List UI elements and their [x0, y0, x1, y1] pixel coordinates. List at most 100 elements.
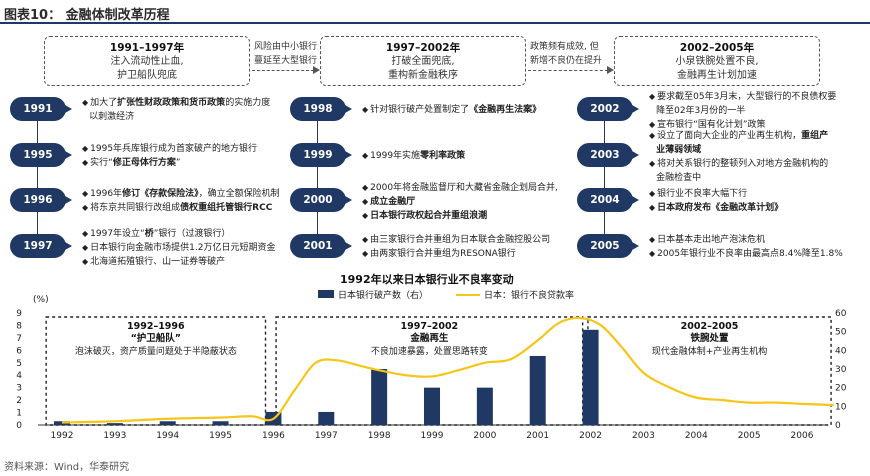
diamond-bullet-icon: ◆ [82, 228, 89, 238]
diamond-bullet-icon: ◆ [362, 150, 369, 160]
left-tick-label: 5 [16, 359, 22, 369]
diamond-bullet-icon: ◆ [649, 131, 656, 140]
phase-box-2: 1997–2002年 打破全面兜底, 重构新金融秩序 [320, 36, 526, 86]
bar-bankruptcies [424, 387, 440, 425]
diamond-bullet-icon: ◆ [82, 203, 89, 212]
event-item: ◆1999年实施零利率政策 [362, 149, 465, 163]
diamond-bullet-icon: ◆ [362, 210, 369, 220]
annotation-tag: 铁腕处置 [690, 332, 729, 344]
item-text: 的实施力度 [225, 98, 271, 108]
phase-line: 注入流动性止血, [110, 56, 184, 67]
item-emphasis: 零利率政策 [420, 150, 466, 161]
transition-arrow [528, 66, 614, 74]
timeline-axis [604, 108, 605, 248]
bar-bankruptcies [476, 387, 493, 425]
legend-bar-swatch [318, 290, 334, 298]
event-items: ◆设立了面向大企业的产业再生机构，重组产 业薄弱领域◆将对关系银行的整顿列入对地… [649, 129, 828, 185]
npl-ratio-line [61, 316, 834, 424]
item-text: 1996年 [90, 189, 123, 199]
phase-line: 重构新金融秩序 [388, 70, 458, 81]
diamond-bullet-icon: ◆ [82, 158, 89, 167]
x-tick-label: 2004 [685, 431, 708, 441]
npl-chart: 日本银行破产数（右）日本：银行不良贷款率(%)01234567890102030… [16, 289, 847, 441]
event-item: ◆日本银行政权起合并重组浪潮 [362, 209, 558, 223]
phase-line: 护卫船队兜底 [117, 70, 177, 81]
event-item: ◆1997年设立“桥”银行（过渡银行） [82, 227, 275, 241]
event-item: ◆2005年银行业不良率由最高点8.4%降至1.8% [649, 247, 843, 261]
x-tick-label: 2000 [473, 431, 496, 441]
item-text: 2000年将金融监督厅和大藏省金融企划局合并, [370, 182, 558, 193]
item-text: 由三家银行合并重组为日本联合金融控股公司 [370, 235, 551, 245]
event-items: ◆1996年修订《存款保险法》，确立全额保险机制◆将东京共同银行改组成债权重组托… [82, 187, 280, 215]
year-badge: 2003 [577, 143, 639, 167]
x-tick-label: 2005 [738, 431, 761, 441]
phase-line: 打破全面兜底, [391, 56, 455, 67]
annotation-text: 泡沫破灭，资产质量问题处于半隐蔽状态 [75, 345, 237, 357]
item-emphasis: 重组产 [801, 131, 829, 141]
event-items: ◆由三家银行合并重组为日本联合金融控股公司◆由两家银行合并重组为RESONA银行 [362, 233, 550, 261]
annotation-years: 1992–1996 [127, 321, 185, 332]
event-item: ◆成立金融厅 [362, 195, 558, 209]
item-emphasis: 桥 [144, 228, 154, 239]
event-item: 业薄弱领域 [649, 143, 828, 157]
item-text: 2005年银行业不良率由最高点8.4%降至1.8% [657, 249, 843, 259]
transition-arrow [252, 66, 320, 74]
transition-note-1: 风险由中小银行 蔓延至大型银行 [254, 40, 317, 68]
event-item: ◆日本基本走出地产泡沫危机 [649, 233, 843, 247]
year-badge: 2001 [290, 234, 352, 258]
right-tick-label: 0 [835, 421, 841, 431]
phase-box-3: 2002–2005年 小泉铁腕处置不良, 金融再生计划加速 [614, 36, 820, 86]
event-items: ◆1995年兵库银行成为首家破产的地方银行◆实行“修正母体行方案” [82, 142, 257, 170]
item-emphasis: 日本银行政权起合并重组浪潮 [370, 210, 488, 221]
item-emphasis: 修正母体行方案 [112, 158, 176, 168]
event-item: ◆日本政府发布《金融改革计划》 [649, 201, 783, 215]
diamond-bullet-icon: ◆ [82, 144, 89, 153]
diamond-bullet-icon: ◆ [362, 104, 369, 114]
event-items: ◆1999年实施零利率政策 [362, 149, 465, 163]
item-text: ，确立全额保险机制 [198, 189, 280, 199]
year-badge: 1995 [10, 143, 72, 167]
year-badge: 1991 [10, 97, 72, 121]
diamond-bullet-icon [649, 173, 654, 182]
event-item: ◆由两家银行合并重组为RESONA银行 [362, 247, 550, 261]
bar-bankruptcies [529, 355, 546, 425]
diamond-bullet-icon: ◆ [82, 256, 89, 266]
legend-bar-label: 日本银行破产数（右） [338, 289, 428, 301]
chart-title: 1992年以来日本银行业不良率变动 [340, 273, 514, 286]
bar-bankruptcies [371, 369, 388, 425]
item-text: 要求截至05年3月末，大型银行的不良债权要 [657, 91, 837, 102]
left-tick-label: 1 [16, 409, 22, 419]
year-badge: 1999 [290, 143, 352, 167]
event-items: ◆ 2000年将金融监督厅和大藏省金融企划局合并, ◆成立金融厅◆日本银行政权起合并… [362, 181, 558, 223]
event-item: 降至02年3月份的一半 [649, 104, 836, 118]
item-emphasis: 业薄弱领域 [656, 145, 702, 155]
year-badge: 1997 [10, 234, 72, 258]
bar-bankruptcies [54, 421, 70, 425]
phase-line: 小泉铁腕处置不良, [675, 56, 759, 67]
x-tick-label: 1994 [156, 431, 179, 441]
event-item: ◆设立了面向大企业的产业再生机构，重组产 [649, 129, 828, 143]
diamond-bullet-icon: ◆ [649, 119, 656, 129]
diamond-bullet-icon: ◆ [649, 91, 656, 101]
year-badge: 2000 [290, 188, 352, 212]
event-items: ◆要求截至05年3月末，大型银行的不良债权要 降至02年3月份的一半◆宣布银行“… [649, 90, 836, 132]
event-item: ◆北海道拓殖银行、山一证券等破产 [82, 255, 275, 269]
right-tick-label: 20 [835, 384, 847, 394]
figure-title: 图表10： 金融体制改革历程 [4, 8, 170, 23]
legend-line-label: 日本：银行不良贷款率 [484, 289, 574, 301]
x-tick-label: 2002 [579, 431, 602, 441]
item-text: 将对关系银行的整顿列入对地方金融机构的 [657, 159, 829, 169]
item-text: 设立了面向大企业的产业再生机构， [657, 131, 802, 141]
item-text: 实行“ [90, 158, 113, 168]
event-item: ◆由三家银行合并重组为日本联合金融控股公司 [362, 233, 550, 247]
left-tick-label: 6 [16, 346, 22, 356]
left-tick-label: 9 [16, 309, 22, 319]
x-tick-label: 1992 [51, 431, 74, 441]
item-text: 日本银行向金融市场提供1.2万亿日元短期资金 [90, 242, 276, 253]
event-item: ◆将对关系银行的整顿列入对地方金融机构的 [649, 157, 828, 171]
event-item: ◆宣布银行“国有化计划”政策 [649, 118, 836, 132]
event-item: ◆加大了扩张性财政政策和货币政策的实施力度 [82, 96, 270, 110]
item-text: 针对银行破产处置制定了 [370, 104, 470, 115]
right-tick-label: 60 [835, 309, 847, 319]
phase-box-1: 1991–1997年 注入流动性止血, 护卫船队兜底 [44, 36, 250, 86]
